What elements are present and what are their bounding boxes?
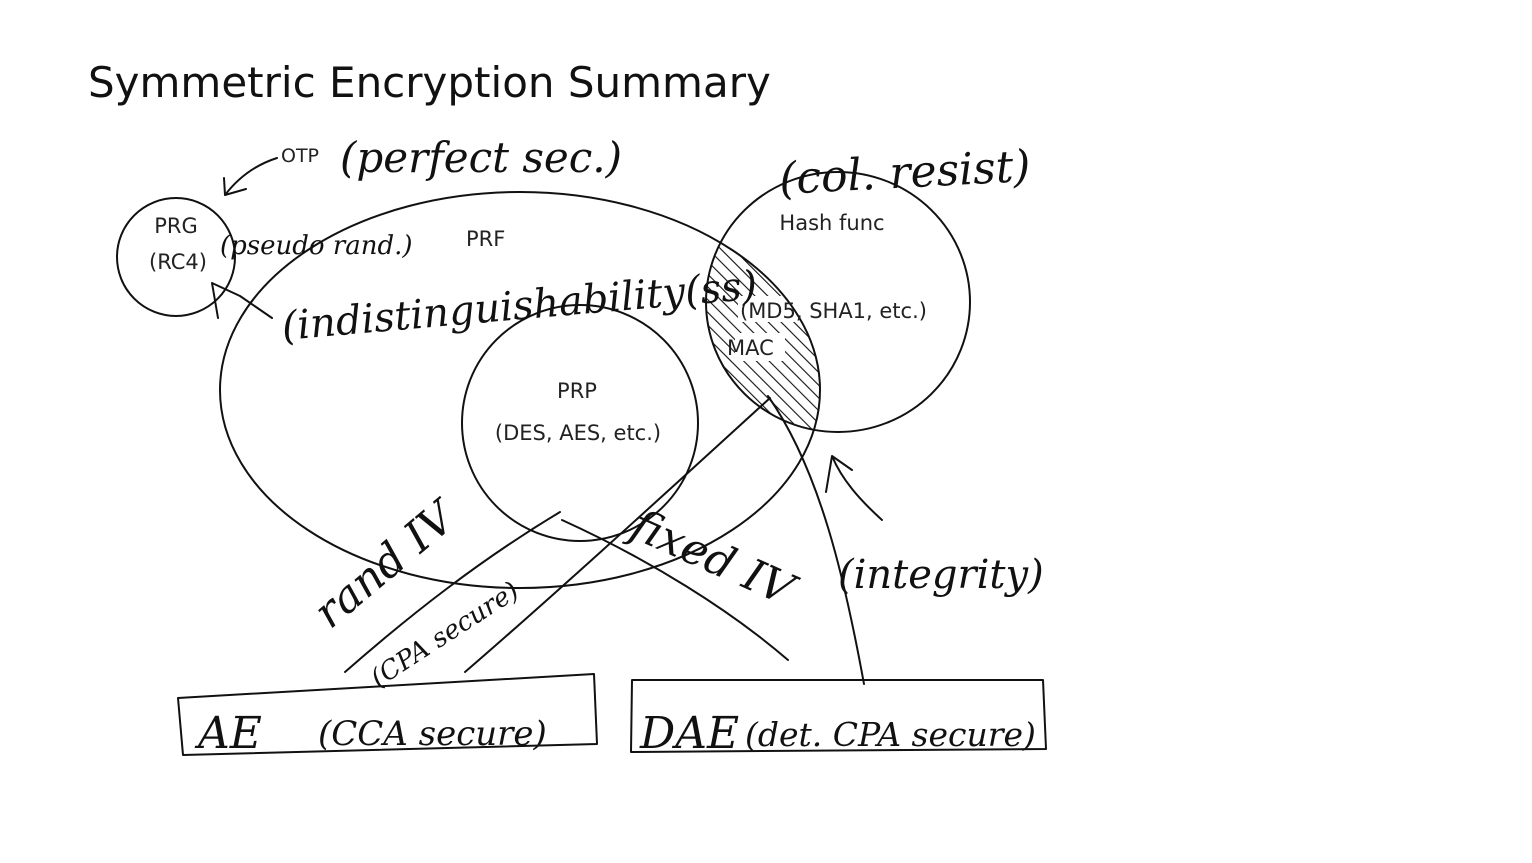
otp-arrow-shaft [224, 157, 278, 196]
integrity-arrow [825, 455, 883, 521]
dae-box-note: (det. CPA secure) [745, 715, 1036, 754]
rand-iv-line [344, 511, 561, 673]
prp-label: PRP [557, 379, 597, 403]
hash-circle [705, 171, 971, 433]
prg-note: (pseudo rand.) [220, 231, 413, 261]
rand-iv-label: rand IV [304, 489, 468, 638]
prf-label: PRF [466, 227, 505, 251]
hash-example: (MD5, SHA1, etc.) [740, 299, 927, 323]
dae-box [630, 679, 1047, 753]
otp-label: OTP [281, 145, 319, 167]
integrity-label: (integrity) [838, 552, 1044, 598]
prf-note: (indistinguishability(ss) [280, 263, 759, 350]
slide-title: Symmetric Encryption Summary [88, 58, 771, 107]
hash-note: (col. resist) [778, 141, 1032, 205]
otp-arrow-head [223, 177, 247, 196]
ae-box-note: (CCA secure) [318, 714, 547, 754]
dae-box-label: DAE [639, 708, 739, 759]
ae-box [177, 673, 598, 756]
fixed-iv-line [561, 519, 789, 661]
prg-to-prf-link [211, 282, 273, 319]
mac-label-bg [735, 333, 785, 361]
fixed-iv-label: fixed IV [621, 498, 805, 617]
prg-example: (RC4) [149, 250, 207, 274]
otp-note: (perfect sec.) [340, 133, 622, 182]
prg-label: PRG [154, 214, 198, 238]
ae-box-label: AE [194, 708, 262, 759]
prp-circle [461, 304, 699, 542]
mac-label: MAC [727, 336, 774, 360]
integrity-line [767, 395, 865, 685]
prp-example: (DES, AES, etc.) [495, 421, 661, 445]
cpa-line [464, 397, 771, 673]
prg-circle [116, 197, 236, 317]
hash-label: Hash func [779, 211, 884, 235]
prf-ellipse [219, 191, 821, 589]
